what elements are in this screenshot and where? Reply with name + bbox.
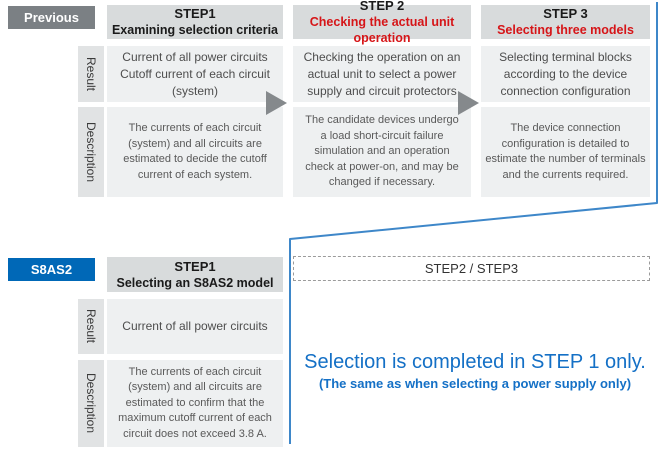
s8as2-step1-subtitle: Selecting an S8AS2 model	[116, 275, 274, 290]
previous-step1-subtitle: Examining selection criteria	[111, 23, 279, 37]
previous-description-row-label: Description	[78, 107, 104, 197]
previous-step2-result-box: Checking the operation on an actual unit…	[293, 46, 471, 102]
previous-step1-result-box: Current of all power circuits Cutoff cur…	[107, 46, 283, 102]
step2-to-step3-arrow-icon	[458, 91, 479, 115]
previous-step1-header: STEP1 Examining selection criteria	[107, 5, 283, 39]
s8as2-step1-title: STEP1	[174, 258, 216, 274]
previous-step2-header: STEP 2 Checking the actual unit operatio…	[293, 0, 471, 45]
previous-step3-header: STEP 3 Selecting three models	[481, 5, 650, 39]
callout-subheading: (The same as when selecting a power supp…	[318, 376, 632, 391]
previous-step3-description-box: The device connection configuration is d…	[481, 107, 650, 197]
step1-to-step2-arrow-icon	[266, 91, 287, 115]
s8as2-step1-description-box: The currents of each circuit (system) an…	[107, 360, 283, 447]
previous-step1-title: STEP1	[174, 6, 216, 21]
previous-step2-subtitle: Checking the actual unit operation	[309, 15, 455, 45]
step2-step3-combined-box: STEP2 / STEP3	[293, 256, 650, 281]
previous-step2-title: STEP 2	[359, 0, 405, 13]
callout-heading: Selection is completed in STEP 1 only.	[304, 351, 646, 373]
previous-step1-description-box: The currents of each circuit (system) an…	[107, 107, 283, 197]
previous-step3-result-box: Selecting terminal blocks according to t…	[481, 46, 650, 102]
s8as2-badge: S8AS2	[8, 258, 95, 281]
previous-step3-title: STEP 3	[543, 6, 588, 21]
s8as2-result-row-label: Result	[78, 299, 104, 354]
previous-badge: Previous	[8, 6, 95, 29]
previous-result-row-label: Result	[78, 46, 104, 102]
previous-step3-subtitle: Selecting three models	[497, 23, 634, 37]
previous-step2-description-box: The candidate devices undergo a load sho…	[293, 107, 471, 197]
s8as2-description-row-label: Description	[78, 360, 104, 447]
s8as2-step1-header: STEP1 Selecting an S8AS2 model	[107, 257, 283, 292]
s8as2-step1-result-box: Current of all power circuits	[107, 299, 283, 354]
